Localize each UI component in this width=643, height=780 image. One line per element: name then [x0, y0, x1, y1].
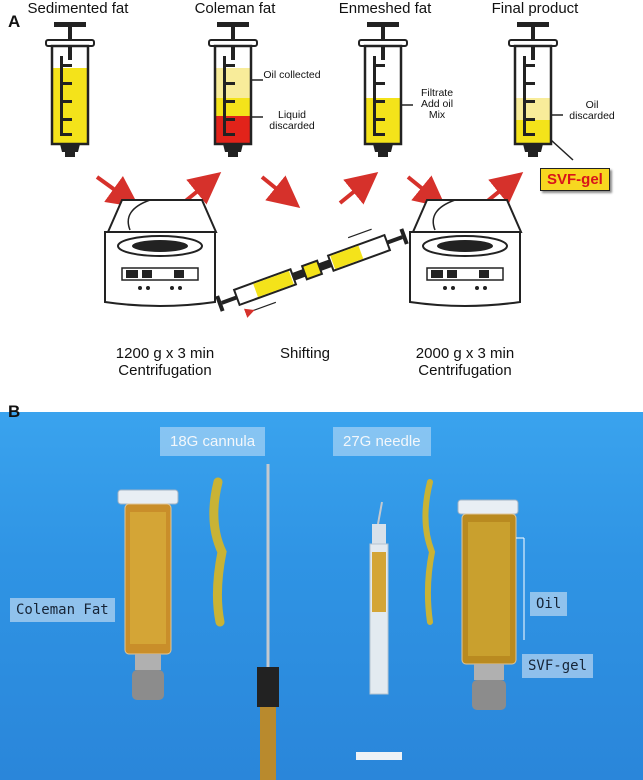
caption-centrifuge-2-label: Centrifugation — [418, 362, 512, 379]
photo-illustration — [117, 464, 525, 780]
caption-centrifuge-2: 2000 g x 3 min Centrifugation — [390, 345, 540, 379]
syringe-final — [507, 20, 574, 161]
arrow-1 — [95, 175, 140, 208]
label-coleman-fat: Coleman Fat — [10, 598, 115, 622]
svf-gel-product-label: SVF-gel — [540, 168, 610, 191]
caption-shifting: Shifting — [279, 345, 331, 362]
right-syringe — [457, 499, 525, 710]
arrow-3 — [260, 175, 301, 209]
photo-panel: 18G cannula 27G needle Coleman Fat Oil S… — [0, 412, 643, 780]
annotation-oil-collected: Oil collected — [263, 69, 321, 81]
centrifuge-1-icon — [104, 199, 218, 307]
annotation-oil-discarded: Oil discarded — [569, 99, 615, 122]
label-oil: Oil — [530, 592, 568, 616]
annotation-liquid-discarded: Liquid discarded — [269, 109, 315, 132]
cannula — [257, 464, 279, 780]
panel-b-label: B — [8, 402, 21, 421]
syringe-enmeshed — [357, 20, 413, 159]
fat-strand-coleman — [209, 477, 227, 627]
caption-centrifuge-2-speed: 2000 g x 3 min — [415, 345, 515, 362]
needle-syringe — [356, 501, 402, 760]
arrow-5 — [406, 175, 447, 209]
flow-arrows — [95, 171, 524, 209]
centrifuge-2-icon — [409, 199, 523, 307]
annotation-add-oil: Add oil — [420, 98, 454, 110]
syringe-coleman — [207, 20, 263, 159]
label-27g-needle: 27G needle — [333, 427, 431, 456]
step-title-final: Final product — [491, 0, 579, 17]
shifting-syringes-icon — [215, 228, 409, 318]
process-diagram — [44, 20, 574, 318]
syringe-sedimented — [44, 20, 96, 159]
arrow-2 — [181, 171, 222, 205]
caption-centrifuge-1: 1200 g x 3 min Centrifugation — [95, 345, 235, 379]
arrow-6 — [483, 171, 524, 205]
label-18g-cannula: 18G cannula — [160, 427, 266, 456]
panel-a-label: A — [8, 12, 21, 31]
arrow-4 — [338, 171, 379, 205]
annotation-filtrate: Filtrate — [420, 87, 454, 99]
step-title-coleman: Coleman fat — [194, 0, 276, 17]
step-title-sedimented: Sedimented fat — [27, 0, 129, 17]
caption-centrifuge-1-speed: 1200 g x 3 min — [115, 345, 215, 362]
label-svf-gel: SVF-gel — [522, 654, 594, 678]
fat-strand-svf — [422, 479, 436, 625]
step-title-enmeshed: Enmeshed fat — [338, 0, 432, 17]
left-syringe — [117, 489, 179, 700]
annotation-mix: Mix — [428, 109, 446, 121]
caption-centrifuge-1-label: Centrifugation — [118, 362, 212, 379]
